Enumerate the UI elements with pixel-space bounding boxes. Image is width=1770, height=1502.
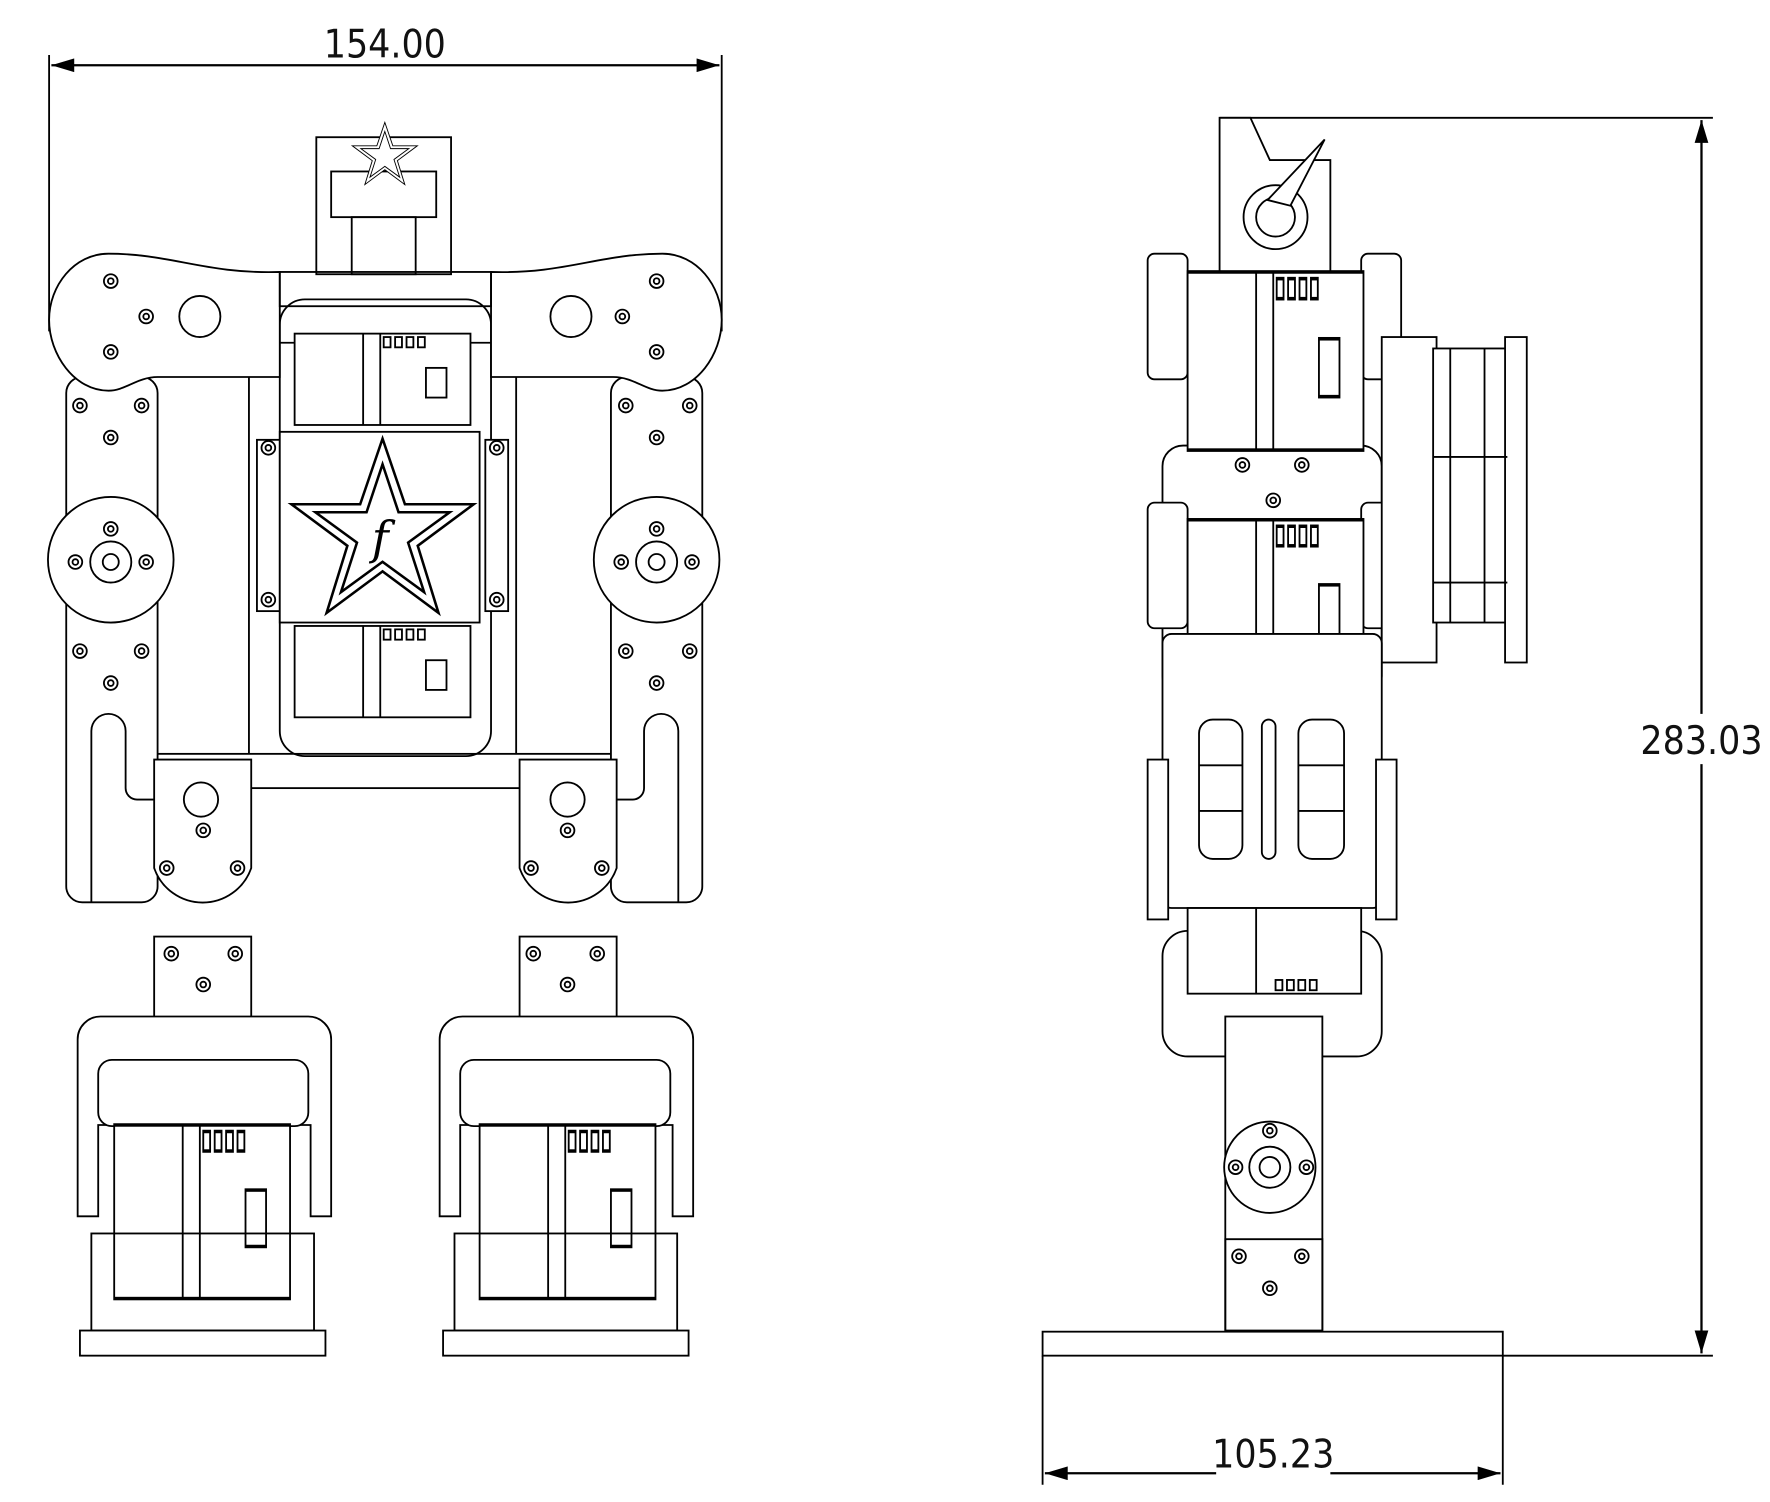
head <box>315 121 452 276</box>
side-upper-body <box>1146 252 1528 698</box>
right-foot <box>438 1015 695 1357</box>
elbow-horn-right <box>635 540 679 584</box>
side-view: 283.03 105.23 <box>1041 116 1763 1485</box>
height-dimension-label: 283.03 <box>1640 719 1762 764</box>
arms <box>47 376 721 904</box>
front-view: 154.00 <box>47 22 723 1357</box>
ankle-horn <box>1248 1145 1292 1189</box>
elbow-horn-left <box>89 540 133 584</box>
arm-attachment <box>1380 336 1528 664</box>
foot-length-dimension-label: 105.23 <box>1212 1433 1334 1478</box>
side-hip <box>1146 633 1398 921</box>
feet <box>76 1015 695 1357</box>
side-head <box>1218 116 1332 276</box>
side-foot-plate <box>1041 1330 1504 1357</box>
left-foot <box>76 1015 333 1357</box>
width-dimension: 154.00 <box>48 22 723 332</box>
side-leg <box>1041 907 1504 1357</box>
foot-length-dimension: 105.23 <box>1041 1355 1504 1485</box>
width-dimension-label: 154.00 <box>324 22 446 67</box>
shoulder-plate <box>48 252 723 392</box>
height-dimension: 283.03 <box>1219 116 1763 1357</box>
torso: f <box>256 332 510 719</box>
legs <box>153 758 618 1064</box>
